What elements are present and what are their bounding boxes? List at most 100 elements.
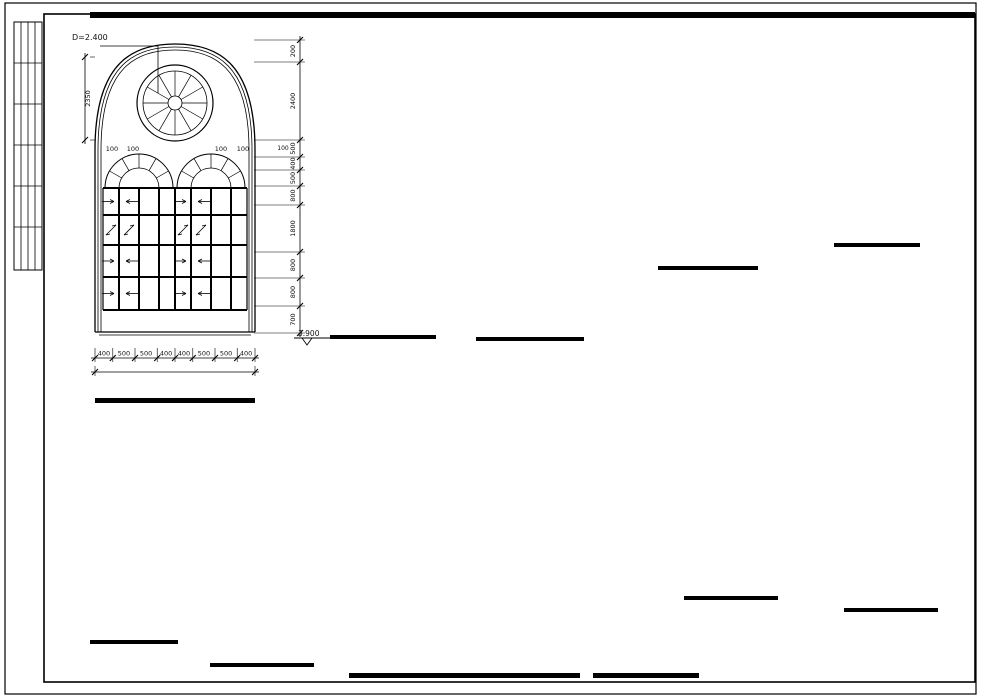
dim-text: 100: [237, 145, 249, 153]
path: [197, 199, 203, 204]
line: [296, 58, 304, 66]
title-underline: [468, 673, 580, 678]
dim-text: 100: [106, 145, 118, 153]
path: [197, 291, 203, 296]
dim-text: 500: [220, 350, 232, 358]
path: [197, 258, 203, 264]
line: [296, 136, 304, 144]
line: [177, 224, 189, 236]
title-underline: [330, 335, 436, 339]
line: [193, 158, 202, 171]
line: [296, 36, 304, 44]
dim-text: 2400: [289, 93, 297, 110]
dim-text: 800: [289, 189, 297, 201]
path: [123, 224, 135, 236]
level-value: 3.900: [298, 329, 320, 338]
title-underline: [844, 608, 938, 612]
title-underline: [476, 337, 584, 341]
line: [105, 224, 117, 236]
line: [171, 354, 179, 362]
line: [178, 75, 192, 98]
path: [109, 291, 115, 296]
line: [131, 354, 139, 362]
sheet-frame: [4, 2, 977, 695]
line: [147, 86, 170, 100]
dim-text: 100: [127, 145, 139, 153]
title-underline: [90, 640, 178, 644]
line: [296, 274, 304, 282]
line: [91, 368, 99, 376]
line: [296, 182, 304, 190]
path: [181, 291, 187, 296]
path: [105, 224, 117, 236]
dim-text: 500: [289, 172, 297, 184]
line: [181, 170, 194, 179]
title-underline: [658, 266, 758, 270]
line: [81, 136, 89, 144]
dim-text: 400: [178, 350, 190, 358]
dim-text: 200: [289, 45, 297, 57]
dim-text: 100: [277, 145, 289, 152]
dim-text: 400: [240, 350, 252, 358]
line: [81, 53, 89, 61]
path: [125, 199, 131, 204]
title-underline: [210, 663, 314, 667]
line: [233, 354, 241, 362]
dim-text: 800: [289, 259, 297, 271]
line: [180, 106, 203, 120]
path: [195, 224, 207, 236]
line: [121, 158, 130, 171]
line: [123, 224, 135, 236]
line: [296, 153, 304, 161]
path: [301, 337, 313, 346]
path: [125, 258, 131, 264]
title-underline: [349, 673, 473, 678]
dim-text: 400: [289, 157, 297, 169]
title-underline: [593, 673, 699, 678]
line: [158, 75, 172, 98]
dim-text: 500: [198, 350, 210, 358]
dim-text: 2350: [84, 90, 92, 107]
drawing-titles: [90, 243, 938, 678]
annotation: D=2.400: [72, 33, 108, 42]
path: [109, 199, 115, 204]
circle: [136, 64, 214, 142]
line: [109, 170, 122, 179]
line: [148, 158, 157, 171]
path: [97, 46, 253, 332]
path: [190, 167, 232, 189]
line: [296, 201, 304, 209]
line: [180, 86, 203, 100]
dim-text: 500: [118, 350, 130, 358]
title-underline: [834, 243, 920, 247]
title-underline: [95, 398, 255, 403]
circle: [167, 95, 183, 111]
line: [156, 170, 169, 179]
line: [195, 224, 207, 236]
line: [178, 108, 192, 131]
line: [296, 302, 304, 310]
line: [189, 354, 197, 362]
path: [118, 167, 160, 189]
path: [100, 49, 250, 332]
line: [296, 329, 304, 337]
dim-text: 500: [140, 350, 152, 358]
dim-text: 700: [289, 313, 297, 325]
title-strip-grid: [13, 21, 43, 271]
line: [296, 248, 304, 256]
dim-text: 400: [160, 350, 172, 358]
dim-text: 1800: [289, 220, 297, 237]
line: [109, 354, 117, 362]
dim-text: 500: [289, 142, 297, 154]
dim-text: 100: [215, 145, 227, 153]
line: [211, 354, 219, 362]
line: [228, 170, 241, 179]
line: [296, 166, 304, 174]
line: [220, 158, 229, 171]
path: [181, 258, 187, 264]
dim-text: 400: [98, 350, 110, 358]
path: [125, 291, 131, 296]
line: [251, 368, 259, 376]
